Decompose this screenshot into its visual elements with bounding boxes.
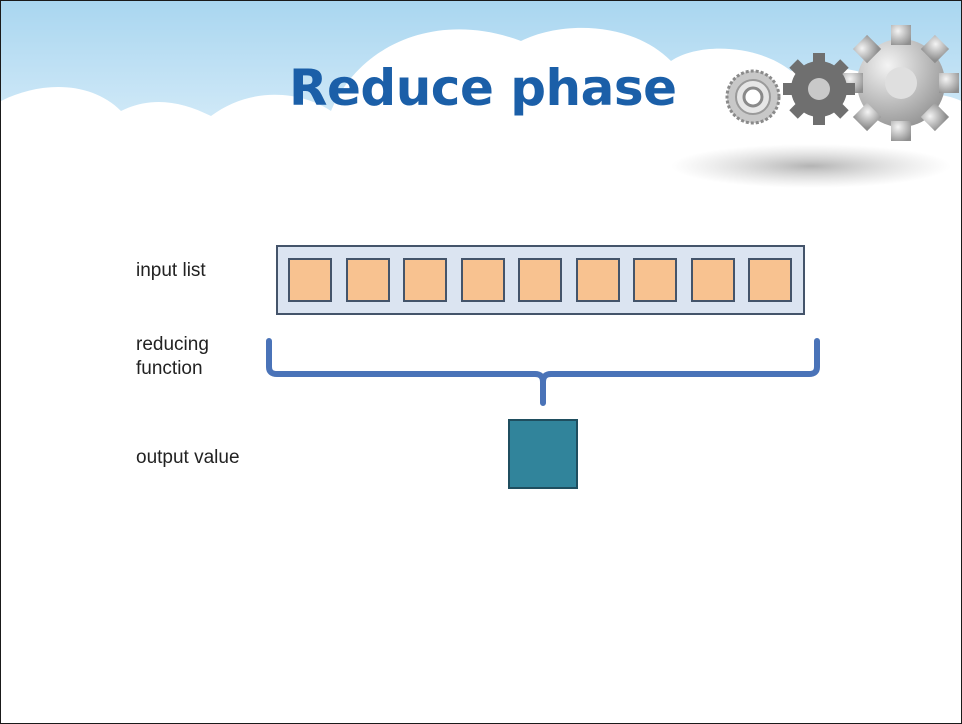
input-list-item <box>518 258 562 302</box>
output-value-label: output value <box>136 447 240 468</box>
slide-title: Reduce phase <box>289 59 677 117</box>
input-list-item <box>345 258 390 302</box>
input-list-item <box>633 258 677 302</box>
gear-icon <box>843 25 959 141</box>
input-list-item <box>748 258 792 302</box>
input-list-item <box>403 258 447 302</box>
input-list-item <box>575 258 620 302</box>
gear-icon <box>783 53 855 125</box>
input-list-item <box>460 258 505 302</box>
input-list-item <box>690 258 735 302</box>
input-list-item <box>288 258 332 302</box>
output-value-box <box>508 419 578 489</box>
gear-icon <box>725 69 781 125</box>
input-list-label: input list <box>136 260 206 281</box>
reducing-function-label: reducing function <box>136 334 209 379</box>
input-list <box>276 245 805 315</box>
